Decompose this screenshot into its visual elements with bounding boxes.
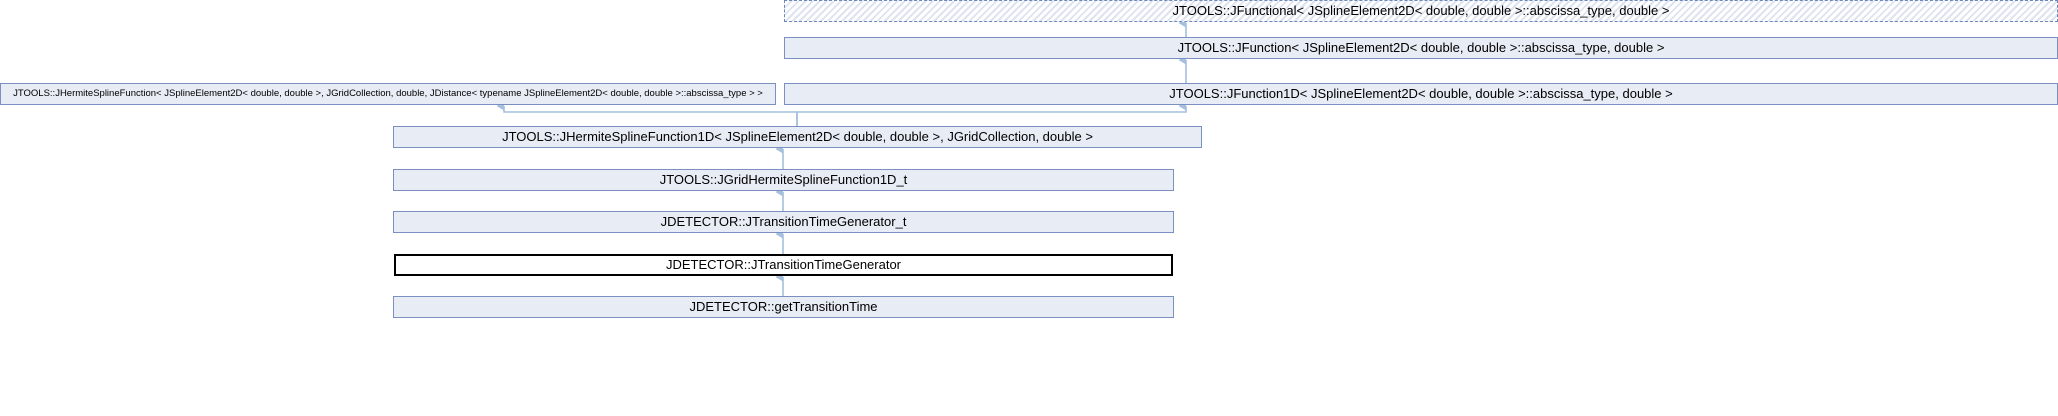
node-label: JTOOLS::JFunction< JSplineElement2D< dou… xyxy=(1177,39,1665,55)
node-label: JTOOLS::JFunction1D< JSplineElement2D< d… xyxy=(1169,85,1673,101)
node-jtransitiontimegenerator-t[interactable]: JDETECTOR::JTransitionTimeGenerator_t xyxy=(393,211,1174,233)
node-label: JTOOLS::JGridHermiteSplineFunction1D_t xyxy=(659,171,908,187)
node-jfunction[interactable]: JTOOLS::JFunction< JSplineElement2D< dou… xyxy=(784,37,2058,59)
node-gettransitiontime[interactable]: JDETECTOR::getTransitionTime xyxy=(393,296,1174,318)
node-jtransitiontimegenerator[interactable]: JDETECTOR::JTransitionTimeGenerator xyxy=(394,254,1173,276)
node-label: JDETECTOR::JTransitionTimeGenerator xyxy=(665,256,902,272)
node-jgridhermitesplinefunction1d-t[interactable]: JTOOLS::JGridHermiteSplineFunction1D_t xyxy=(393,169,1174,191)
node-jhermitesplinefunction[interactable]: JTOOLS::JHermiteSplineFunction< JSplineE… xyxy=(0,83,776,105)
node-label: JTOOLS::JHermiteSplineFunction1D< JSplin… xyxy=(502,128,1093,144)
node-label: JDETECTOR::getTransitionTime xyxy=(689,298,878,314)
node-jfunctional[interactable]: JTOOLS::JFunctional< JSplineElement2D< d… xyxy=(784,0,2058,22)
node-label: JDETECTOR::JTransitionTimeGenerator_t xyxy=(660,213,907,229)
node-jfunction1d[interactable]: JTOOLS::JFunction1D< JSplineElement2D< d… xyxy=(784,83,2058,105)
edge-jhermitesplinefunction1d-to-jhermitesplinefunction xyxy=(496,101,798,126)
node-label: JTOOLS::JHermiteSplineFunction< JSplineE… xyxy=(13,87,763,99)
node-jhermitesplinefunction1d[interactable]: JTOOLS::JHermiteSplineFunction1D< JSplin… xyxy=(393,126,1202,148)
edge-jhermitesplinefunction1d-to-jfunction1d xyxy=(796,101,1187,126)
node-label: JTOOLS::JFunctional< JSplineElement2D< d… xyxy=(1172,2,1670,18)
